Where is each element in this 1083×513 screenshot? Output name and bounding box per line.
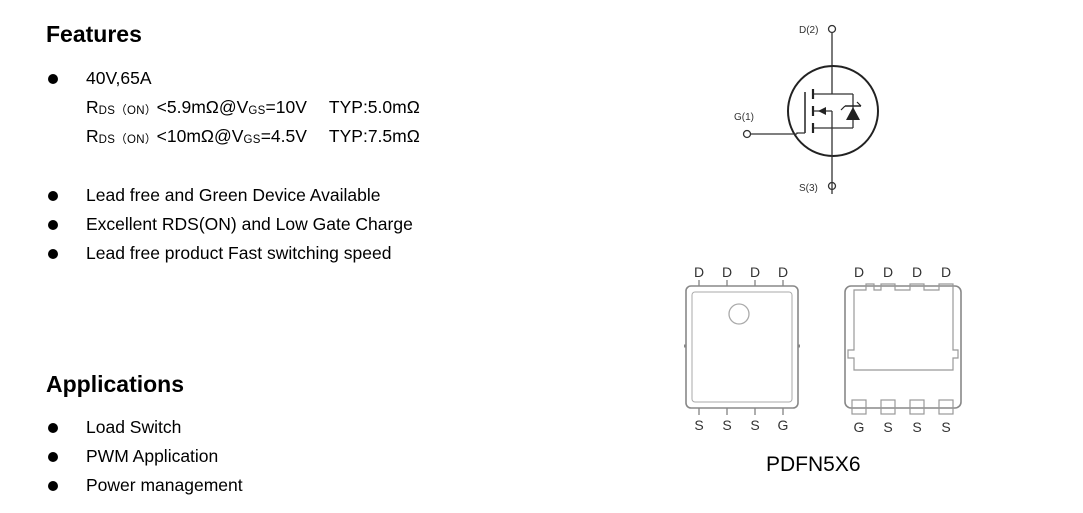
pin-label: D <box>854 264 864 280</box>
drain-pad <box>847 283 959 371</box>
spec-bullet-list: 40V,65A <box>46 64 152 93</box>
body-diode-icon <box>846 107 860 120</box>
list-item: Load Switch <box>46 413 243 442</box>
channel-arrow-icon <box>818 107 826 115</box>
bullet-icon <box>48 191 58 201</box>
drain-terminal <box>827 24 837 34</box>
pin-label: S <box>750 417 759 433</box>
bullet-icon <box>48 481 58 491</box>
pin-label: D <box>941 264 951 280</box>
rating-text: 40V,65A <box>86 68 152 88</box>
bullet-icon <box>48 452 58 462</box>
pin-label: S <box>941 419 950 435</box>
bottom-pads <box>851 399 954 415</box>
mosfet-symbol-diagram: D(2) G(1) S(3) <box>734 24 879 194</box>
package-top-view: D D D D S S S G <box>684 264 800 433</box>
bullet-icon <box>48 423 58 433</box>
list-item: Lead free and Green Device Available <box>46 181 413 210</box>
pin-label: D <box>694 264 704 280</box>
features-list: Lead free and Green Device Available Exc… <box>46 181 413 268</box>
mosfet-body-circle <box>787 65 879 157</box>
pin-label: D <box>778 264 788 280</box>
source-pin-label: S(3) <box>799 183 818 194</box>
pin-label: G <box>778 417 789 433</box>
bullet-icon <box>48 249 58 259</box>
pin-label: D <box>912 264 922 280</box>
list-item: 40V,65A <box>46 64 152 93</box>
bullet-icon <box>48 74 58 84</box>
pin-label: D <box>722 264 732 280</box>
pin-label: D <box>883 264 893 280</box>
gate-terminal <box>742 129 752 139</box>
applications-heading: Applications <box>46 371 185 397</box>
list-item: Excellent RDS(ON) and Low Gate Charge <box>46 210 413 239</box>
package-name-label: PDFN5X6 <box>766 453 861 476</box>
pin-label: D <box>750 264 760 280</box>
package-outline <box>844 285 962 409</box>
features-heading: Features <box>46 21 142 47</box>
pin-label: S <box>912 419 921 435</box>
applications-list: Load Switch PWM Application Power manage… <box>46 413 243 500</box>
drain-pin-label: D(2) <box>799 25 818 36</box>
package-bottom-view: D D D D G S S S <box>844 264 962 435</box>
source-terminal <box>827 181 837 191</box>
pin-label: S <box>694 417 703 433</box>
pin1-marker <box>728 303 750 325</box>
pin-label: G <box>854 419 865 435</box>
bullet-icon <box>48 220 58 230</box>
list-item: Power management <box>46 471 243 500</box>
list-item: Lead free product Fast switching speed <box>46 239 413 268</box>
list-item: PWM Application <box>46 442 243 471</box>
pin-label: S <box>883 419 892 435</box>
gate-pin-label: G(1) <box>734 112 754 123</box>
pin-label: S <box>722 417 731 433</box>
